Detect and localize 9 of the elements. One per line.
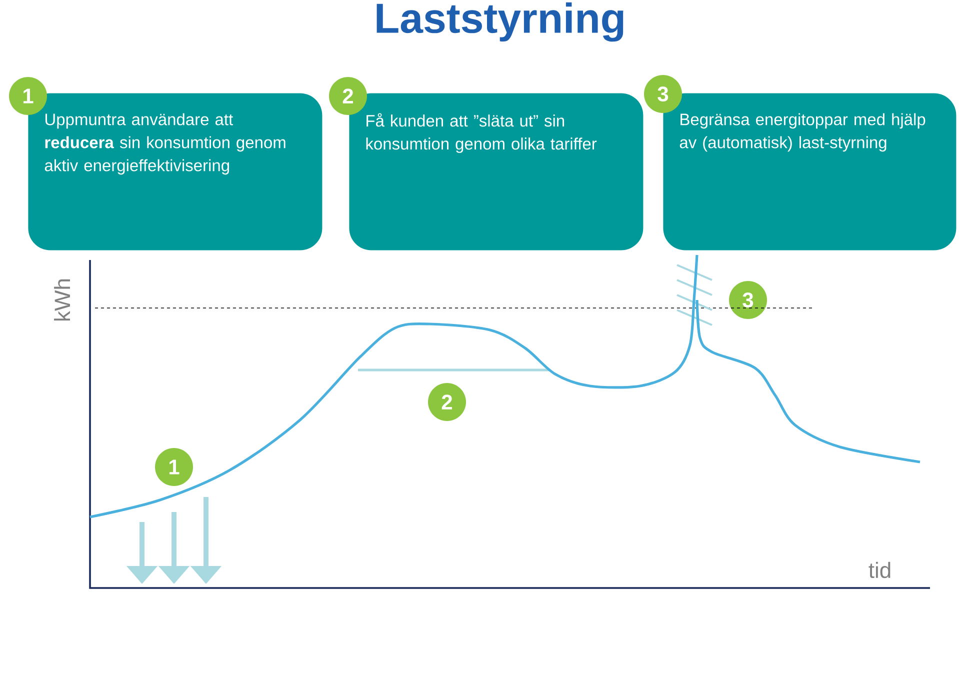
number-badge: 1	[155, 448, 193, 486]
number-badge: 1	[9, 77, 47, 115]
number-badge: 2	[329, 77, 367, 115]
number-badge: 3	[729, 281, 767, 319]
axis-label: kWh	[54, 279, 70, 320]
axis-label: tid	[868, 562, 890, 578]
title: Laststyrning	[376, 2, 624, 42]
number-badge: 2	[428, 383, 466, 421]
number-badge: 3	[644, 75, 682, 113]
